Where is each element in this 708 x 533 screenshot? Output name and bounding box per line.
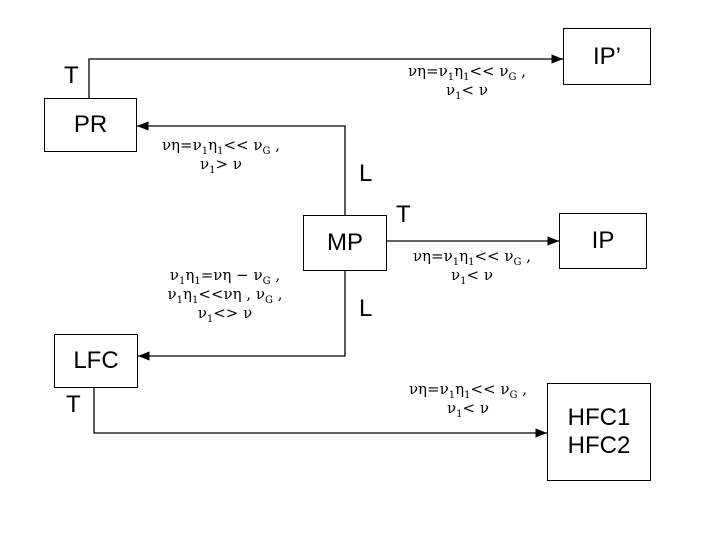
condition-line: ν1< ν <box>451 266 493 287</box>
node-hfc: HFC1 HFC2 <box>547 383 651 481</box>
condition-line: νη=ν1η1<< νG , <box>412 247 532 268</box>
edge-label-mp-to-ip: T <box>396 201 411 228</box>
edge-pr-to-ip-prime <box>88 54 563 98</box>
condition-pr-to-ip-prime: νη=ν1η1<< νG , ν1< ν <box>382 62 552 102</box>
edge-lfc-to-hfc <box>93 388 547 438</box>
node-ip: IP <box>559 213 647 269</box>
condition-lfc-to-hfc: νη=ν1η1<< νG , ν1< ν <box>383 380 553 420</box>
node-mp: MP <box>303 215 387 271</box>
edge-label-mp-to-lfc: L <box>359 295 373 322</box>
condition-line: νη=ν1η1<< νG , <box>407 62 527 83</box>
node-hfc-line-2: HFC2 <box>567 432 631 459</box>
edge-label-mp-to-pr: L <box>359 160 373 187</box>
condition-line: ν1<> ν <box>197 304 253 325</box>
condition-line: νη=ν1η1<< νG , <box>408 380 528 401</box>
condition-line: ν1> ν <box>200 155 242 176</box>
edge-mp-to-lfc <box>138 271 346 361</box>
condition-line: ν1η1=νη − νG , <box>169 266 281 287</box>
condition-mp-to-ip: νη=ν1η1<< νG , ν1< ν <box>387 247 557 287</box>
condition-line: νη=ν1η1<< νG , <box>161 136 281 157</box>
node-pr: PR <box>44 98 137 152</box>
condition-line: ν1< ν <box>446 81 488 102</box>
condition-line: ν1< ν <box>447 399 489 420</box>
edge-label-pr-to-ip-prime: T <box>64 62 79 89</box>
node-hfc-line-1: HFC1 <box>567 404 631 431</box>
condition-mp-to-pr: νη=ν1η1<< νG , ν1> ν <box>136 136 306 176</box>
edge-label-lfc-to-hfc: T <box>66 391 81 418</box>
condition-line: ν1η1<<νη , νG , <box>167 285 283 306</box>
node-ip-prime: IP’ <box>563 28 651 85</box>
node-lfc: LFC <box>54 334 138 388</box>
edge-mp-to-pr <box>137 121 346 215</box>
condition-mp-to-lfc: ν1η1=νη − νG , ν1η1<<νη , νG , ν1<> ν <box>135 266 315 325</box>
